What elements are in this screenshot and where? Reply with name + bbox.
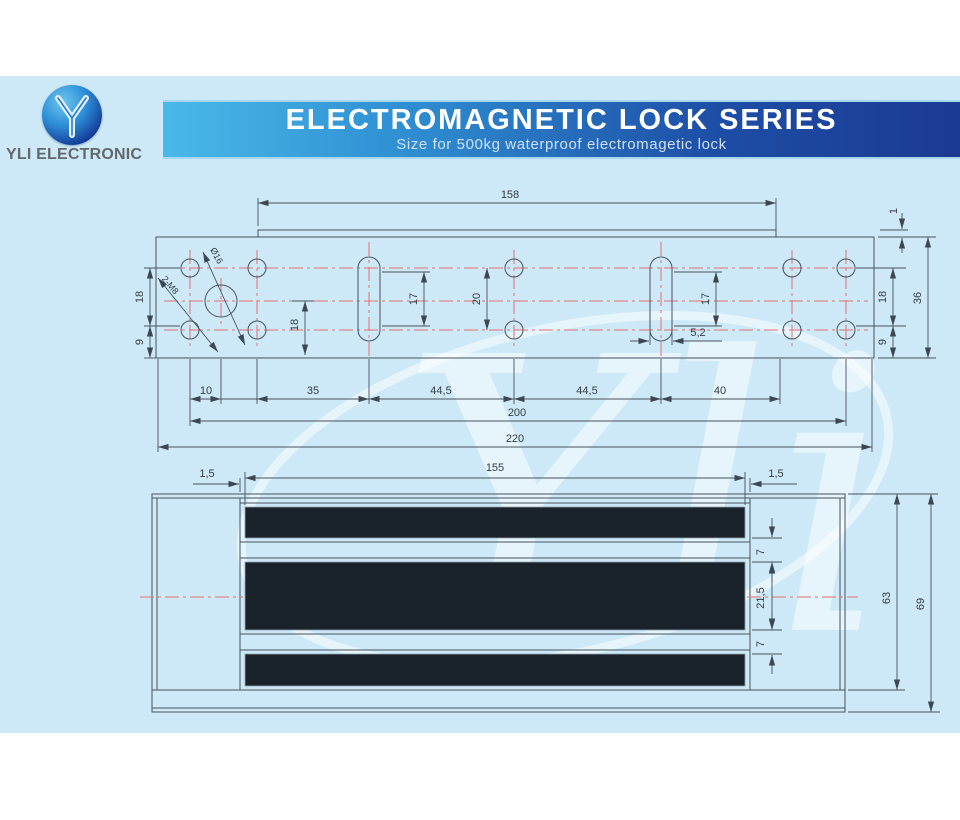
dim-slot-width: 5,2 xyxy=(690,327,705,339)
front-view-dimensions xyxy=(193,472,940,713)
slots xyxy=(357,256,673,342)
dim-slot-left-length: 17 xyxy=(408,293,420,305)
banner-title: ELECTROMAGNETIC LOCK SERIES xyxy=(285,103,838,136)
dim-chain-1: 35 xyxy=(307,385,319,397)
dim-body-height: 63 xyxy=(881,592,893,604)
hole-callouts xyxy=(157,251,246,353)
dim-magnet-length: 155 xyxy=(486,462,504,474)
dim-mid-depth: 18 xyxy=(289,319,301,331)
logo-sphere-icon xyxy=(42,85,102,145)
top-view-dimensions xyxy=(144,198,936,452)
dim-lip-width: 158 xyxy=(501,189,519,201)
mounting-holes xyxy=(180,258,856,340)
magnet-plates xyxy=(244,506,746,687)
dim-chain-3: 44,5 xyxy=(576,385,597,397)
callout-diag2: 2-M8 xyxy=(160,274,181,296)
dim-chain-4: 40 xyxy=(714,385,726,397)
dim-row-spacing: 20 xyxy=(471,293,483,305)
banner-subtitle: Size for 500kg waterproof electromagetic… xyxy=(396,136,727,154)
logo-y-icon xyxy=(55,95,89,138)
title-banner: ELECTROMAGNETIC LOCK SERIES Size for 500… xyxy=(163,100,960,159)
dim-lip-height: 1 xyxy=(888,208,900,214)
dim-right-lower: 9 xyxy=(877,339,889,345)
watermark: Yli xyxy=(236,277,894,720)
dim-magnet-height: 21,5 xyxy=(755,587,767,608)
front-view-drawing: 155 1,5 1,5 7 21,5 7 63 69 xyxy=(140,462,940,713)
dim-overall-length: 220 xyxy=(506,433,524,445)
dim-chain-0: 10 xyxy=(200,385,212,397)
brand-name: YLI ELECTRONIC xyxy=(6,146,143,163)
dim-slot-right-length: 17 xyxy=(700,293,712,305)
dim-right-upper: 18 xyxy=(877,291,889,303)
dim-mounting-length: 200 xyxy=(508,407,526,419)
dim-overall-height-front: 69 xyxy=(915,598,927,610)
dim-edge-gap-right: 1,5 xyxy=(768,468,783,480)
dim-left-upper: 18 xyxy=(134,291,146,303)
dim-left-lower: 9 xyxy=(134,339,146,345)
logo: YLI ELECTRONIC xyxy=(0,80,160,170)
dim-gap-lower: 7 xyxy=(755,641,767,647)
top-view-drawing: 158 1 18 9 36 18 9 20 17 17 18 5,2 10 35… xyxy=(134,189,936,452)
watermark-swirl xyxy=(236,311,894,669)
dim-edge-gap-left: 1,5 xyxy=(199,468,214,480)
callout-diag1: Ø16 xyxy=(208,246,225,266)
dim-overall-height: 36 xyxy=(912,292,924,304)
dim-gap-upper: 7 xyxy=(755,549,767,555)
dim-chain-2: 44,5 xyxy=(430,385,451,397)
